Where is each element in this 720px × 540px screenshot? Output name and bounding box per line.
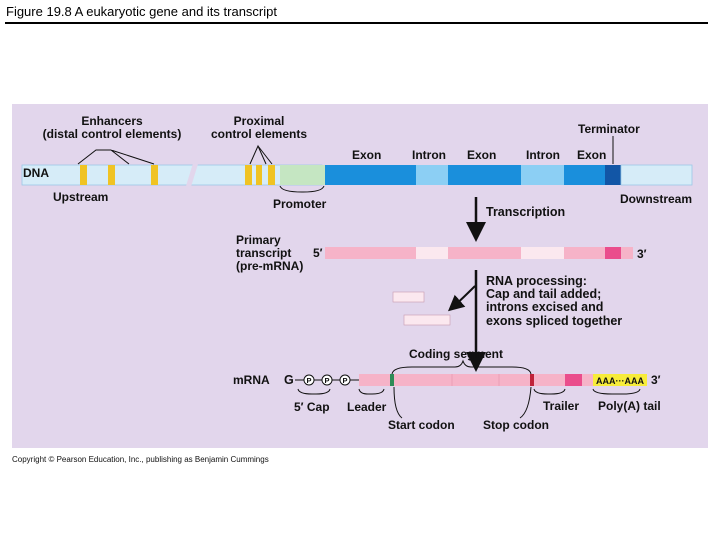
terminator-label: Terminator — [578, 122, 640, 136]
exon-label-3: Exon — [577, 148, 606, 162]
mrna-strand: AAA···AAA — [359, 374, 647, 386]
intron-label-1: Intron — [412, 148, 446, 162]
enhancer-element — [108, 165, 115, 185]
pre-mrna-end — [621, 247, 633, 259]
dna-label: DNA — [23, 166, 49, 180]
poly-a-text: AAA···AAA — [596, 376, 644, 386]
mrna-trailer-end-region — [565, 374, 582, 386]
excision-arrow — [447, 285, 476, 312]
pre-mrna-intron-1 — [416, 247, 448, 259]
leader-bracket — [358, 388, 385, 395]
promoter-region — [280, 165, 325, 185]
mrna-leader — [359, 374, 390, 386]
primary-transcript-sublabel: transcript — [236, 246, 291, 260]
exon-2 — [448, 165, 521, 185]
mrna-label: mRNA — [233, 373, 270, 387]
poly-a-tail — [593, 374, 647, 386]
pre-mrna-five-prime: 5′ — [313, 246, 323, 260]
dna-downstream-region — [620, 164, 693, 186]
svg-text:P: P — [342, 376, 347, 385]
enhancer-bracket — [77, 149, 155, 165]
svg-text:P: P — [324, 376, 329, 385]
start-codon-label: Start codon — [388, 418, 455, 432]
coding-segment-label: Coding segment — [409, 347, 503, 361]
proximal-sublabel: control elements — [211, 127, 307, 141]
excised-intron — [392, 291, 425, 303]
downstream-label: Downstream — [620, 192, 692, 206]
start-codon-pointer — [393, 386, 403, 419]
phosphate-group: P — [321, 374, 333, 386]
enhancers-sublabel: (distal control elements) — [43, 127, 182, 141]
intron-2 — [521, 165, 564, 185]
trailer-label: Trailer — [543, 399, 579, 413]
copyright-notice: Copyright © Pearson Education, Inc., pub… — [12, 455, 269, 464]
phosphate-group: P — [339, 374, 351, 386]
exon-3 — [564, 165, 605, 185]
exon-1 — [325, 165, 416, 185]
stop-codon-pointer — [519, 386, 532, 419]
intron-label-3: Intron — [526, 148, 560, 162]
title-divider — [5, 22, 708, 24]
mrna-three-prime: 3′ — [651, 373, 661, 387]
rna-processing-label: RNA processing: — [486, 274, 587, 288]
dna-strand — [21, 161, 693, 189]
exon-label-2: Exon — [467, 148, 496, 162]
mrna-trailer — [534, 374, 565, 386]
pre-mrna-terminator-region — [605, 247, 621, 259]
proximal-element — [268, 165, 275, 185]
coding-segment-bracket — [391, 359, 532, 375]
proximal-bracket — [249, 144, 273, 165]
pre-mrna-exon-2 — [448, 247, 521, 259]
transcription-label: Transcription — [486, 205, 565, 219]
start-codon-marker — [390, 374, 394, 386]
poly-a-tail-label: Poly(A) tail — [598, 399, 661, 413]
processing-step-2: introns excised and — [486, 300, 603, 314]
intron-1 — [416, 165, 448, 185]
trailer-bracket — [533, 388, 566, 395]
promoter-label: Promoter — [273, 197, 327, 211]
pre-mrna-sublabel: (pre-mRNA) — [236, 259, 303, 273]
stop-codon-label: Stop codon — [483, 418, 549, 432]
pre-mrna-exon-1 — [325, 247, 416, 259]
cap-g: G — [284, 373, 294, 387]
enhancer-element — [151, 165, 158, 185]
mrna-trailer-tail — [582, 374, 593, 386]
mrna-coding-region — [394, 374, 530, 386]
exon-label-1: Exon — [352, 148, 381, 162]
cap-bracket — [297, 388, 331, 395]
upstream-label: Upstream — [53, 190, 108, 204]
leader-label: Leader — [347, 400, 387, 414]
processing-step-1: Cap and tail added; — [486, 287, 601, 301]
proximal-element — [245, 165, 252, 185]
processing-step-3: exons spliced together — [486, 314, 622, 328]
pre-mrna-three-prime: 3′ — [637, 247, 647, 261]
five-prime-cap-label: 5′ Cap — [294, 400, 330, 414]
gene-diagram: Enhancers (distal control elements) Prox… — [21, 114, 693, 432]
enhancer-element — [80, 165, 87, 185]
stop-codon-marker — [530, 374, 534, 386]
proximal-label: Proximal — [234, 114, 285, 128]
poly-a-bracket — [592, 388, 641, 395]
svg-text:P: P — [306, 376, 311, 385]
gene-figure-panel: Enhancers (distal control elements) Prox… — [12, 104, 708, 448]
excised-intron — [403, 314, 451, 326]
dna-upstream-region — [21, 164, 323, 186]
pre-mrna-intron-2 — [521, 247, 564, 259]
terminator-region — [605, 165, 621, 185]
enhancers-label: Enhancers — [81, 114, 143, 128]
pre-mrna-exon-3 — [564, 247, 605, 259]
dna-break-mark — [185, 161, 199, 189]
promoter-bracket — [279, 185, 325, 193]
primary-transcript-label: Primary — [236, 233, 281, 247]
slide-title: Figure 19.8 A eukaryotic gene and its tr… — [6, 4, 277, 19]
proximal-element — [256, 165, 262, 185]
pre-mrna-strand — [325, 247, 633, 259]
phosphate-group: P — [303, 374, 315, 386]
